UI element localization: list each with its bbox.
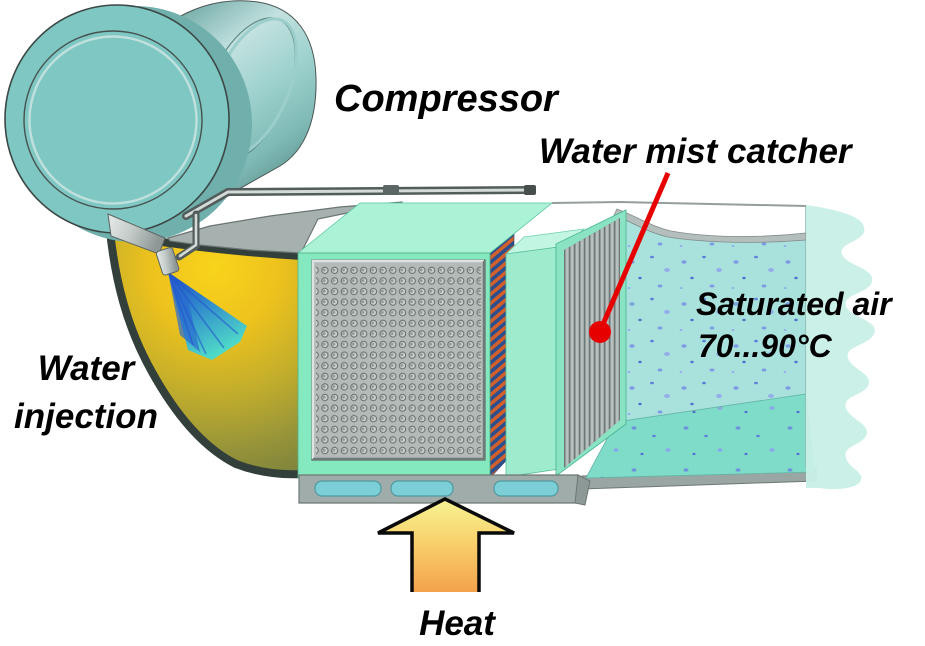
panel-bevel-light [311, 259, 484, 459]
water-mist-catcher [504, 209, 627, 478]
compressor-inner-ring-highlight [28, 35, 198, 205]
water-supply-pipe [175, 185, 536, 261]
water-spray [155, 247, 247, 360]
pipe-end-cap [524, 185, 536, 195]
spray-nozzle [155, 247, 180, 276]
heat-arrow [377, 497, 515, 592]
water-mist-catcher-label: Water mist catcher [539, 132, 854, 171]
saturated-air-wavy-edge [806, 205, 875, 490]
heat-label: Heat [419, 604, 496, 643]
saturated-air-region [551, 200, 875, 490]
pipe-main-core [184, 188, 532, 218]
spray-streaks [168, 273, 239, 355]
mist-catcher-slats [565, 218, 619, 468]
compressor [4, 0, 317, 242]
base-slot-2 [390, 480, 454, 497]
callout-line [598, 172, 671, 330]
water-injection-label-line2: injection [14, 397, 158, 436]
saturated-air-label-line1: Saturated air [696, 286, 893, 322]
heat-exchanger [296, 202, 554, 479]
pipe-feeder-core [178, 213, 198, 258]
mist-catcher-callout [589, 172, 671, 343]
pipe-coupling [383, 185, 399, 195]
base-slot-1 [314, 480, 382, 497]
water-injection-label-line1: Water [38, 349, 137, 388]
perforated-panel [316, 265, 481, 456]
callout-dot [589, 321, 611, 343]
duct-top-outline [551, 200, 807, 207]
compressor-label: Compressor [334, 78, 560, 120]
base-rail [298, 474, 591, 506]
base-slot-3 [493, 480, 559, 497]
saturated-air-wall [616, 214, 806, 422]
compressor-inner-ring-dark [23, 30, 203, 210]
panel-bevel-dark [313, 261, 486, 461]
base-rail-end-flap [574, 474, 591, 506]
spray-core [168, 272, 200, 352]
labels: Compressor Water mist catcher Water inje… [14, 78, 893, 643]
saturated-air-label-line2: 70...90°C [698, 328, 833, 364]
